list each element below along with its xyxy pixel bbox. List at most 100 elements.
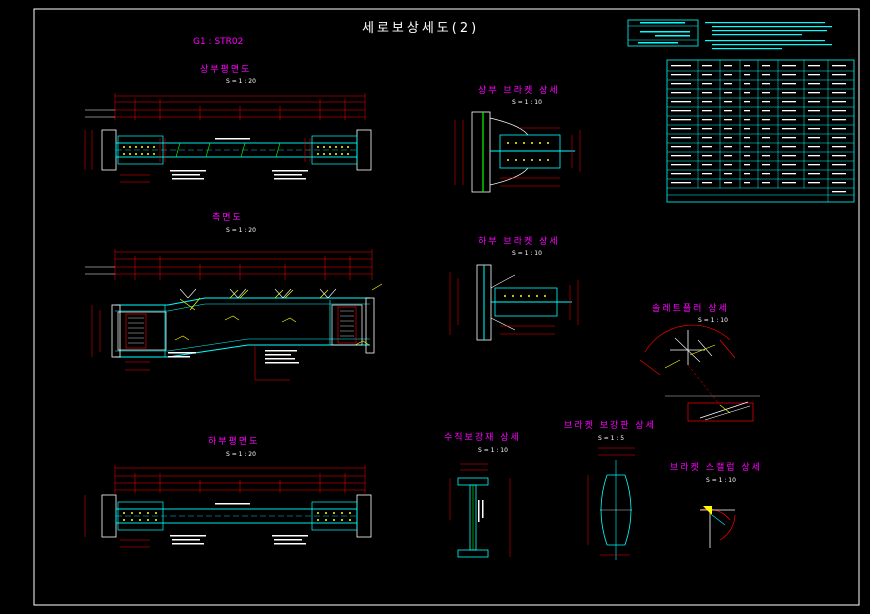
table-cell <box>702 137 712 139</box>
table-cell <box>762 74 770 76</box>
table-cell <box>744 65 750 67</box>
table-cell <box>762 65 770 67</box>
table-cell <box>744 137 750 139</box>
table-cell <box>702 65 712 67</box>
table-cell <box>724 164 732 166</box>
view-title-side: 측면도 <box>212 213 243 223</box>
bracket-scallop-detail <box>699 506 736 548</box>
upper-bracket-detail <box>454 111 581 193</box>
lower-bracket-detail <box>449 264 579 341</box>
table-cell <box>744 173 750 175</box>
table-cell <box>782 128 796 130</box>
side-view <box>85 249 383 381</box>
table-cell <box>671 182 691 184</box>
table-cell <box>744 110 750 112</box>
table-cell <box>744 83 750 85</box>
bracket-plate-detail <box>587 447 635 560</box>
table-cell <box>671 164 691 166</box>
table-cell <box>724 137 732 139</box>
table-cell <box>808 164 820 166</box>
table-cell <box>782 146 796 148</box>
view-scale-lower-bracket: S = 1 : 10 <box>512 250 542 257</box>
table-cell <box>782 119 796 121</box>
table-cell <box>702 110 712 112</box>
table-cell <box>832 191 846 193</box>
table-cell <box>671 74 691 76</box>
table-cell <box>782 101 796 103</box>
table-cell <box>724 146 732 148</box>
table-cell <box>702 83 712 85</box>
table-cell <box>702 164 712 166</box>
table-cell <box>671 119 691 121</box>
table-cell <box>744 92 750 94</box>
bottom-plan-view <box>84 465 372 548</box>
table-cell <box>702 128 712 130</box>
table-cell <box>762 119 770 121</box>
table-cell <box>724 92 732 94</box>
view-scale-vertical-stiffener: S = 1 : 10 <box>478 447 508 454</box>
table-cell <box>832 65 846 67</box>
table-cell <box>744 119 750 121</box>
table-cell <box>782 182 796 184</box>
table-cell <box>808 173 820 175</box>
table-cell <box>762 110 770 112</box>
table-cell <box>808 74 820 76</box>
view-scale-bracket-scallop: S = 1 : 10 <box>706 477 736 484</box>
table-cell <box>671 101 691 103</box>
table-cell <box>671 173 691 175</box>
table-cell <box>671 92 691 94</box>
table-cell <box>832 119 846 121</box>
table-cell <box>744 74 750 76</box>
table-cell <box>724 110 732 112</box>
table-cell <box>762 155 770 157</box>
vertical-stiffener-detail <box>449 463 511 558</box>
table-cell <box>671 110 691 112</box>
table-cell <box>762 182 770 184</box>
table-cell <box>782 155 796 157</box>
table-cell <box>762 101 770 103</box>
table-cell <box>744 101 750 103</box>
view-title-bracket-scallop: 브라켓 스캘럽 상세 <box>670 463 762 473</box>
table-cell <box>702 101 712 103</box>
table-cell <box>702 182 712 184</box>
view-title-upper-bracket: 상부 브라켓 상세 <box>478 86 560 96</box>
table-cell <box>702 173 712 175</box>
table-cell <box>744 182 750 184</box>
table-cell <box>782 164 796 166</box>
table-cell <box>832 74 846 76</box>
table-cell <box>702 119 712 121</box>
table-cell <box>724 119 732 121</box>
table-cell <box>808 128 820 130</box>
table-cell <box>832 101 846 103</box>
table-cell <box>832 83 846 85</box>
table-cell <box>671 146 691 148</box>
table-cell <box>724 74 732 76</box>
table-cell <box>724 101 732 103</box>
table-cell <box>832 173 846 175</box>
girder-id: G1 : STR02 <box>193 37 244 47</box>
sole-plate-detail <box>639 324 760 422</box>
table-cell <box>671 83 691 85</box>
table-cell <box>808 65 820 67</box>
table-cell <box>702 146 712 148</box>
table-cell <box>782 83 796 85</box>
view-title-sole-plate: 솔레트플러 상세 <box>652 304 729 314</box>
top-plan-view <box>84 93 372 183</box>
table-cell <box>782 137 796 139</box>
view-title-bracket-plate: 브라켓 보강판 상세 <box>564 421 656 431</box>
view-scale-side: S = 1 : 20 <box>226 227 256 234</box>
table-cell <box>832 110 846 112</box>
table-cell <box>762 146 770 148</box>
legend-box <box>627 19 832 50</box>
member-table <box>666 59 855 203</box>
drawing-title: 세로보상세도(2) <box>362 21 480 36</box>
table-cell <box>832 128 846 130</box>
table-cell <box>762 83 770 85</box>
table-cell <box>724 182 732 184</box>
view-scale-bottom-plan: S = 1 : 20 <box>226 451 256 458</box>
table-cell <box>782 110 796 112</box>
table-cell <box>671 128 691 130</box>
table-cell <box>671 137 691 139</box>
view-scale-bracket-plate: S = 1 : 5 <box>598 435 625 442</box>
